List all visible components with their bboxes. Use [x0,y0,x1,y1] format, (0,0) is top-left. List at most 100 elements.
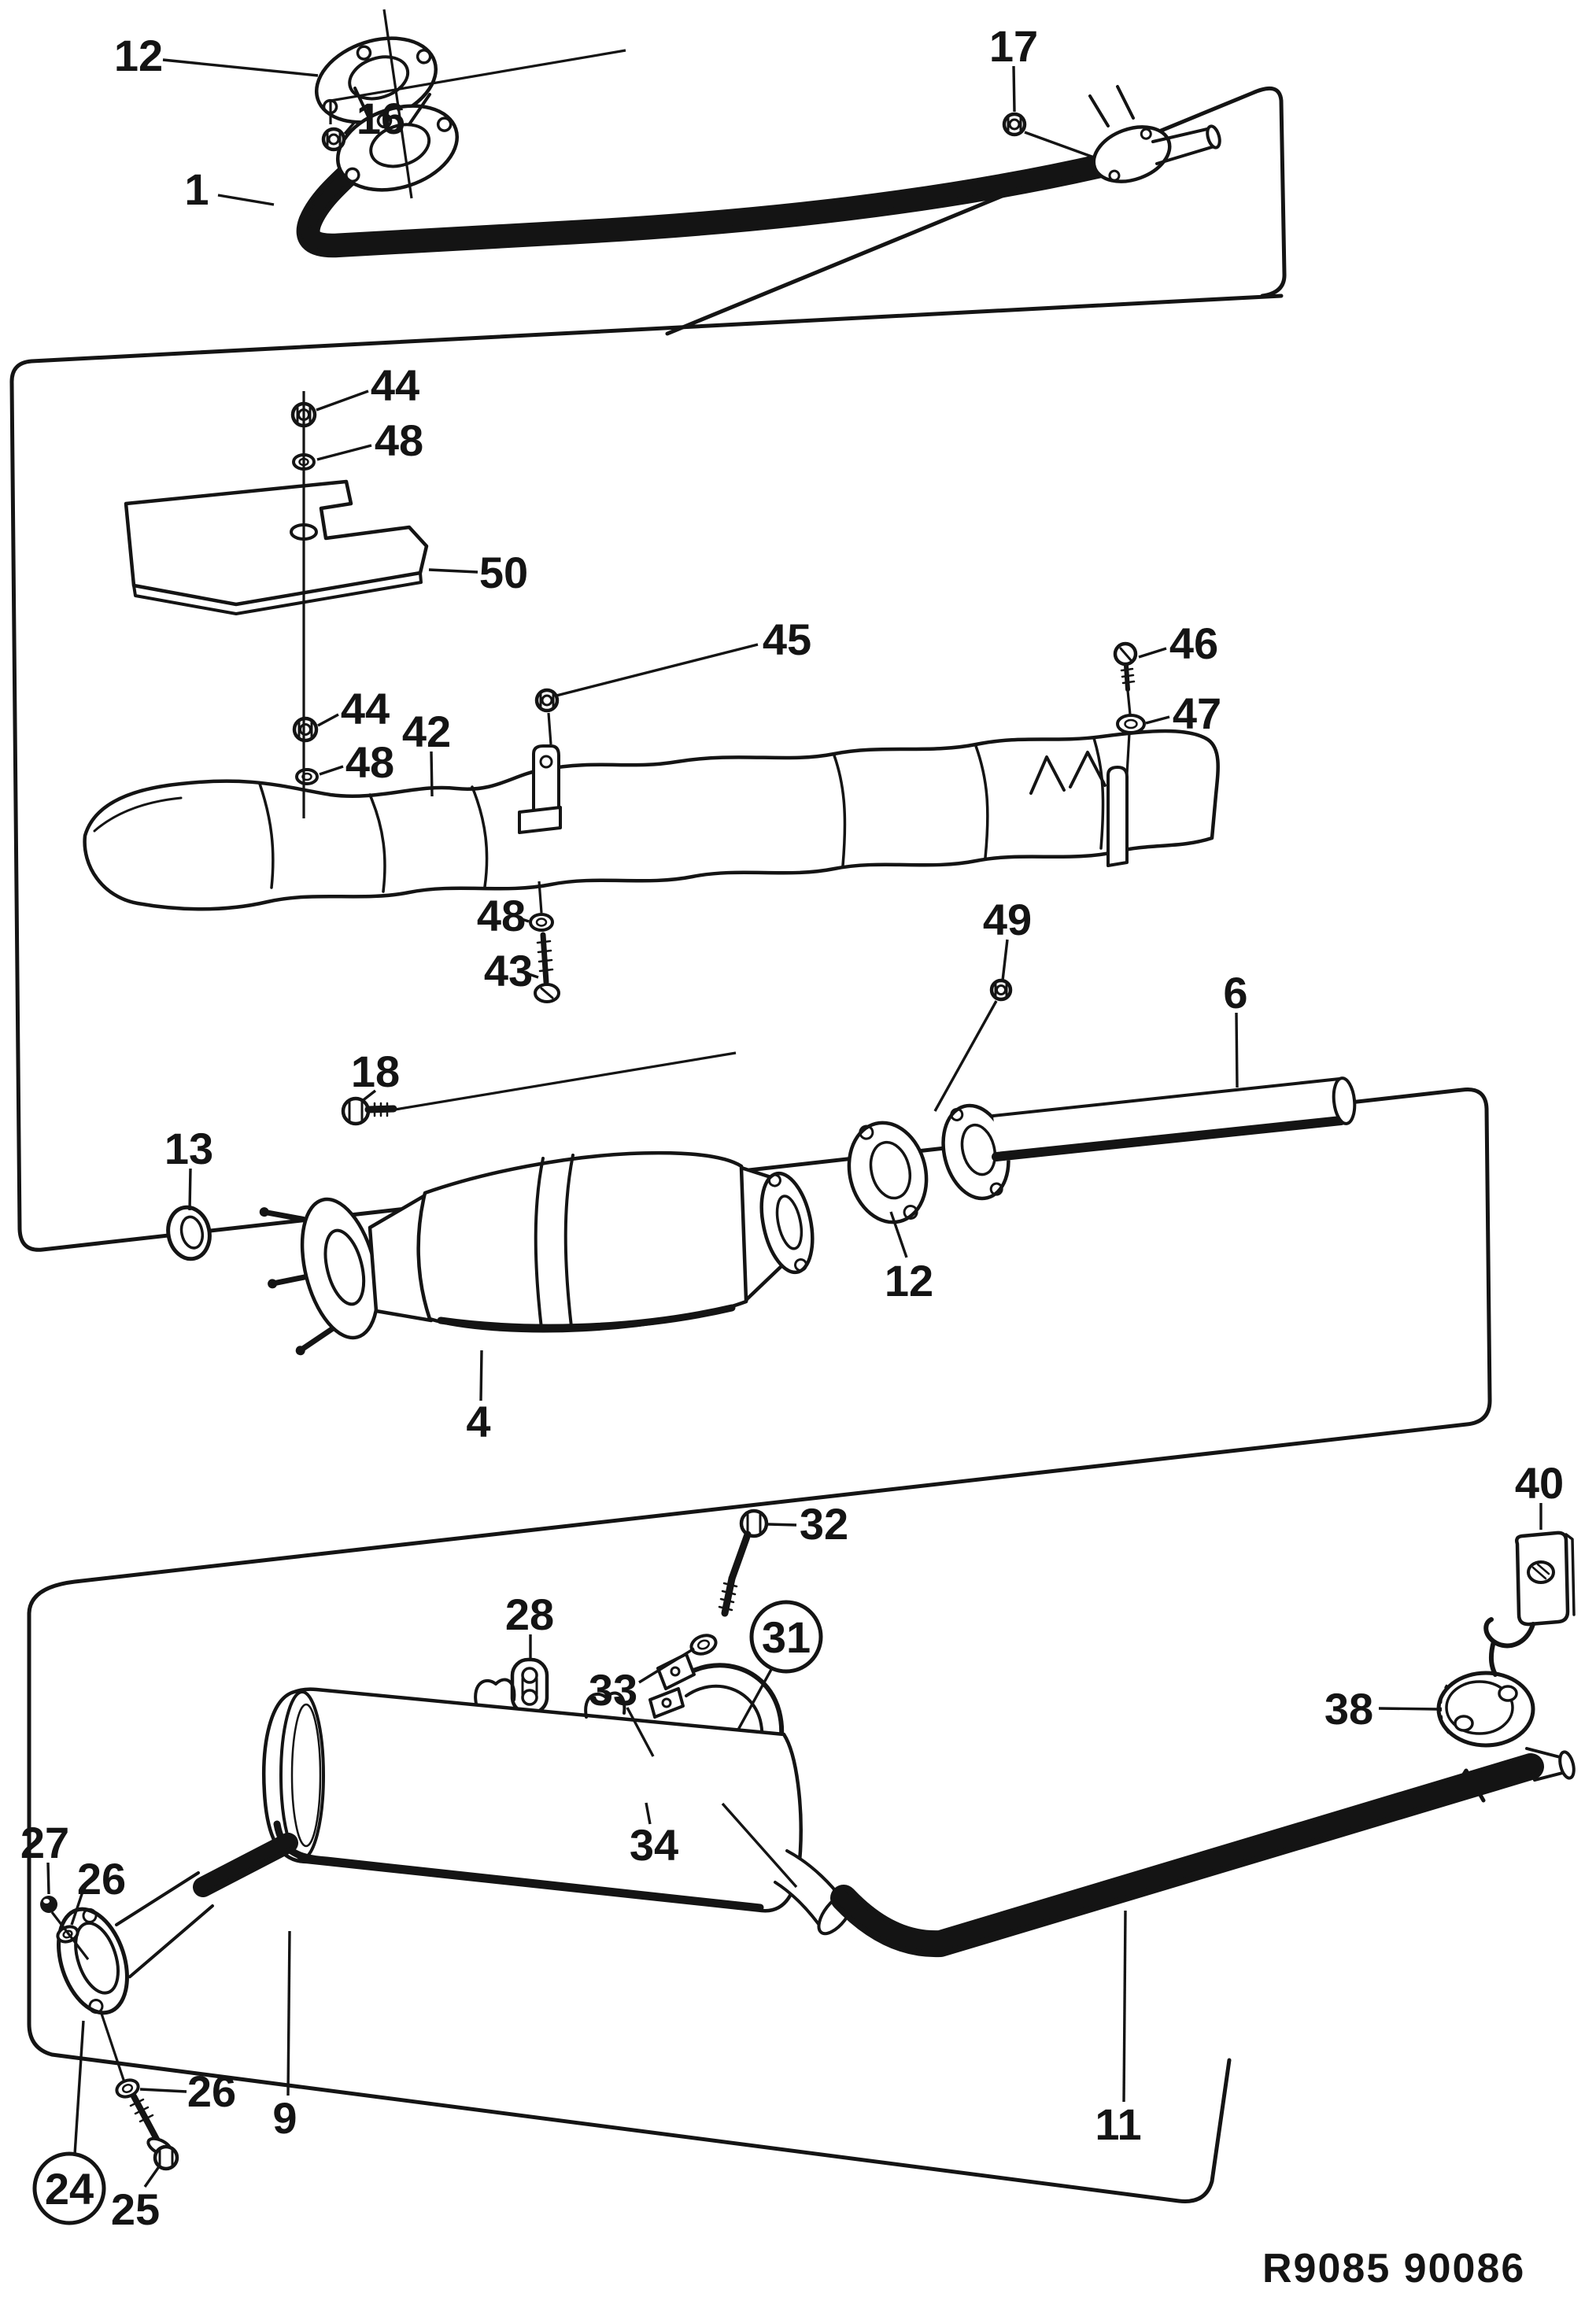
callout-leader [1235,1012,1239,1088]
callout-label: 4 [466,1397,490,1446]
muffler-and-tailpipe-assembly [40,1509,1576,2171]
front-exhaust-pipe-drawing [296,142,1149,258]
callout-1-front-exhaust-pipe: 1 [184,164,275,214]
callout-label: 28 [505,1590,554,1639]
callout-leader [528,973,539,979]
callout-leader [143,2165,161,2188]
callout-label: 33 [589,1665,637,1715]
callout-leader [1024,131,1095,159]
guide-line [382,9,413,199]
callout-18-flange-bolt: 18 [351,1047,400,1103]
callout-12-mid-flange-gasket: 12 [885,1211,933,1305]
callout-leader [316,444,372,461]
washer-33-upper-drawing [689,1634,718,1656]
nut-17-drawing [1002,112,1027,137]
callout-label: 6 [1223,968,1247,1017]
callout-34-clamp-nut: 34 [630,1802,678,1870]
figure-reference-code: R9085 90086 [1262,2246,1525,2291]
flange-studs [353,87,431,126]
upper-heat-shield-drawing [124,479,429,615]
callout-leader [162,58,319,77]
top-sheet-outline [665,86,1287,336]
zigzag-sheet-outline [9,294,1492,2203]
callout-label: 48 [375,415,423,465]
callout-leader [556,643,759,697]
sealing-ring-drawing [166,1205,212,1261]
tailpipe-drawing [830,1747,1576,1958]
callout-26-joint-washer-upper: 26 [70,1854,126,1926]
callout-4-catalytic-converter: 4 [466,1350,491,1446]
callout-9-muffler: 9 [272,1930,297,2143]
screw-43-drawing [534,932,560,1003]
callout-label: 34 [630,1820,678,1870]
callout-label: 43 [484,946,533,995]
clamp-bolt-drawing [718,1509,769,1617]
callout-leader [343,121,356,135]
callout-leader [1001,939,1009,981]
guide-lines [50,9,1132,2083]
callout-45-bracket-nut: 45 [556,615,811,697]
callout-label: 44 [371,360,419,410]
callout-46-shield-screw: 46 [1138,619,1218,668]
callout-leader [767,1523,797,1527]
callout-label: 48 [345,737,394,787]
callout-circle [32,2151,106,2225]
washer-48-lower-drawing [295,768,319,785]
callout-48-shield-washer-lower: 48 [319,737,394,787]
callout-leader [933,1000,998,1112]
callout-label: 24 [45,2164,94,2214]
callout-label: 47 [1173,689,1221,738]
callout-13-sealing-ring: 13 [164,1124,213,1211]
callout-leader [430,751,434,797]
callout-circle [749,1600,823,1674]
nut-49-drawing [989,978,1013,1002]
joint-bolt-drawing [129,2093,179,2171]
callout-label: 46 [1169,619,1218,668]
callout-label: 25 [111,2184,160,2234]
nut-16-drawing [321,127,346,152]
guide-line [547,712,552,745]
callout-48-shield-washer-upper: 48 [316,415,423,465]
callout-25-joint-bolt: 25 [111,2165,161,2234]
callout-label: 48 [477,891,526,940]
callout-leader [1122,1910,1127,2103]
heat-shield-and-catalyst-assembly [83,401,1357,1356]
mid-gasket-drawing [847,1121,929,1224]
callout-leader [626,1707,655,1757]
callout-leader [217,194,275,206]
catalytic-converter-drawing [259,1150,815,1356]
callout-leader [139,2088,187,2093]
callout-44-shield-nut-upper: 44 [316,360,419,412]
guide-line [50,1911,90,1960]
lower-heat-shield-drawing [83,729,1220,911]
callout-leader [73,2020,85,2155]
callout-label: 26 [187,2066,236,2116]
guide-line [1125,733,1131,775]
front-pipe-end-flange-drawing [1088,85,1221,183]
callout-leader [1138,647,1167,659]
callout-6-intermediate-pipe: 6 [1223,968,1248,1088]
callout-leader [70,1886,86,1926]
nut-45-drawing [534,688,560,713]
callout-49-flange-nut-49: 49 [933,895,1032,1112]
intermediate-pipe-drawing [992,1076,1357,1161]
callout-17-rear-flange-nut: 17 [989,21,1095,159]
guide-line [1126,690,1132,715]
callout-leader [1145,715,1170,725]
callout-38-rubber-donut: 38 [1324,1684,1438,1734]
rubber-donut-drawing [1436,1671,1535,1748]
hanger-bracket-drawing [1483,1531,1576,1677]
callout-32-clamp-bolt: 32 [767,1499,848,1549]
guide-line [538,881,543,914]
callout-47-shield-screw-washer: 47 [1145,689,1221,738]
callout-leader [319,765,344,776]
callout-label: 11 [1095,2099,1141,2149]
callout-28-rubber-hanger: 28 [505,1590,554,1659]
callout-42-lower-heat-shield: 42 [402,707,451,797]
rubber-hanger-drawing [510,1657,549,1715]
callout-label: 12 [114,31,163,80]
callout-44-shield-nut-lower: 44 [317,684,390,733]
callout-50-upper-heat-shield: 50 [428,548,528,597]
